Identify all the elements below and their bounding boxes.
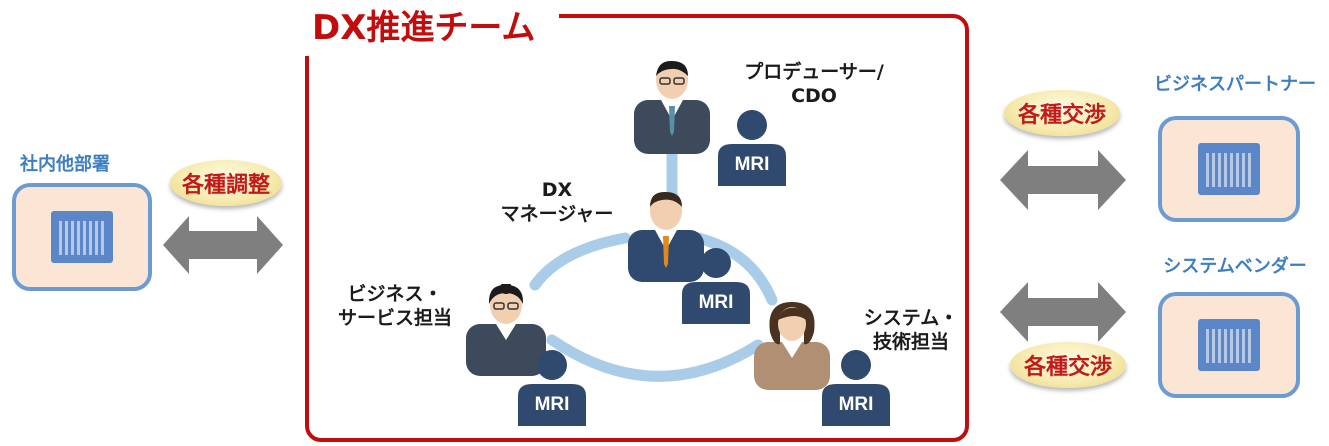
business-service-label: ビジネス・ サービス担当 <box>330 282 460 330</box>
system-tech-label: システム・ 技術担当 <box>852 306 970 354</box>
building-icon <box>1198 319 1260 371</box>
coordination-badge: 各種調整 <box>170 160 282 206</box>
mri-text: MRI <box>735 154 770 175</box>
business-partner-title: ビジネスパートナー <box>1154 74 1316 95</box>
system-label-line2: 技術担当 <box>872 331 949 353</box>
mri-text: MRI <box>535 394 570 415</box>
negotiation-badge-bottom: 各種交渉 <box>1010 342 1126 388</box>
mri-consultant-icon: MRI <box>682 248 750 324</box>
mri-text: MRI <box>839 394 874 415</box>
team-title: DX推進チーム <box>294 0 560 56</box>
internal-departments-title: 社内他部署 <box>20 154 110 175</box>
business-label-line2: サービス担当 <box>337 307 452 329</box>
producer-cdo-label: プロデューサー/ CDO <box>724 60 904 108</box>
connector-manager-business <box>529 232 631 291</box>
system-vendor-box <box>1158 292 1300 398</box>
double-arrow-icon <box>163 216 283 274</box>
system-vendor-title: システムベンダー <box>1163 256 1307 277</box>
dx-manager-label: DX マネージャー <box>492 178 622 226</box>
building-icon <box>1198 143 1260 195</box>
system-person-icon <box>754 302 830 390</box>
building-icon <box>51 211 113 263</box>
internal-departments-box <box>12 183 152 291</box>
producer-label-line1: プロデューサー/ <box>744 61 884 83</box>
mri-consultant-icon: MRI <box>518 350 586 426</box>
negotiation-badge-top: 各種交渉 <box>1004 90 1120 136</box>
producer-label-line2: CDO <box>791 85 837 107</box>
mri-consultant-icon: MRI <box>718 110 786 186</box>
manager-person-icon <box>628 191 704 282</box>
manager-label-line2: マネージャー <box>500 203 614 225</box>
business-label-line1: ビジネス・ <box>347 283 443 305</box>
mri-consultant-icon: MRI <box>822 350 890 426</box>
mri-text: MRI <box>699 292 734 313</box>
dx-team-frame <box>305 14 969 442</box>
connector-business-system <box>546 334 764 382</box>
system-label-line1: システム・ <box>863 307 959 329</box>
producer-person-icon <box>634 60 710 154</box>
double-arrow-icon <box>1000 150 1126 210</box>
business-person-icon <box>466 284 546 376</box>
business-partner-box <box>1158 116 1300 222</box>
connector-manager-system <box>692 232 778 306</box>
double-arrow-icon <box>1000 282 1126 342</box>
manager-label-line1: DX <box>541 179 573 201</box>
